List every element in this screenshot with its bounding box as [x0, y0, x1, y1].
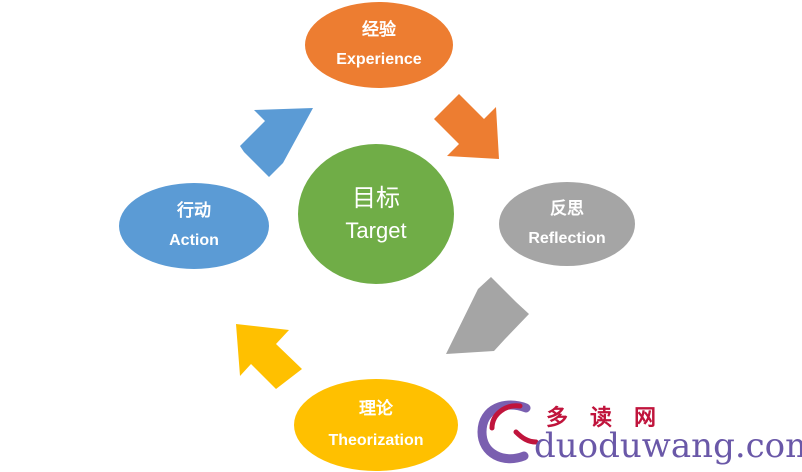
node-target-en: Target: [345, 218, 407, 243]
watermark-zh: 多读网: [546, 405, 679, 431]
node-action-zh: 行动: [177, 201, 211, 221]
node-reflection-en: Reflection: [528, 230, 606, 247]
node-action-en: Action: [169, 232, 219, 249]
arrow-theorization-to-action: [236, 324, 302, 389]
node-target: 目标 Target: [298, 144, 454, 284]
node-target-zh: 目标: [352, 184, 400, 212]
node-theorization-zh: 理论: [359, 399, 393, 419]
node-reflection-zh: 反思: [550, 199, 584, 219]
node-experience-zh: 经验: [362, 20, 396, 40]
arrow-experience-to-reflection: [434, 94, 499, 159]
watermark: 多读网 duoduwang.com: [476, 396, 802, 472]
node-theorization-en: Theorization: [328, 432, 424, 449]
node-theorization: 理论 Theorization: [294, 379, 458, 471]
node-reflection: 反思 Reflection: [499, 182, 635, 266]
arrow-reflection-to-theorization: [446, 277, 529, 354]
node-experience-en: Experience: [336, 51, 422, 68]
watermark-domain: duoduwang.com: [534, 426, 802, 466]
watermark-logo-icon: [477, 400, 539, 464]
node-action: 行动 Action: [119, 183, 269, 269]
node-experience: 经验 Experience: [305, 2, 453, 88]
arrow-action-to-experience: [240, 108, 313, 177]
